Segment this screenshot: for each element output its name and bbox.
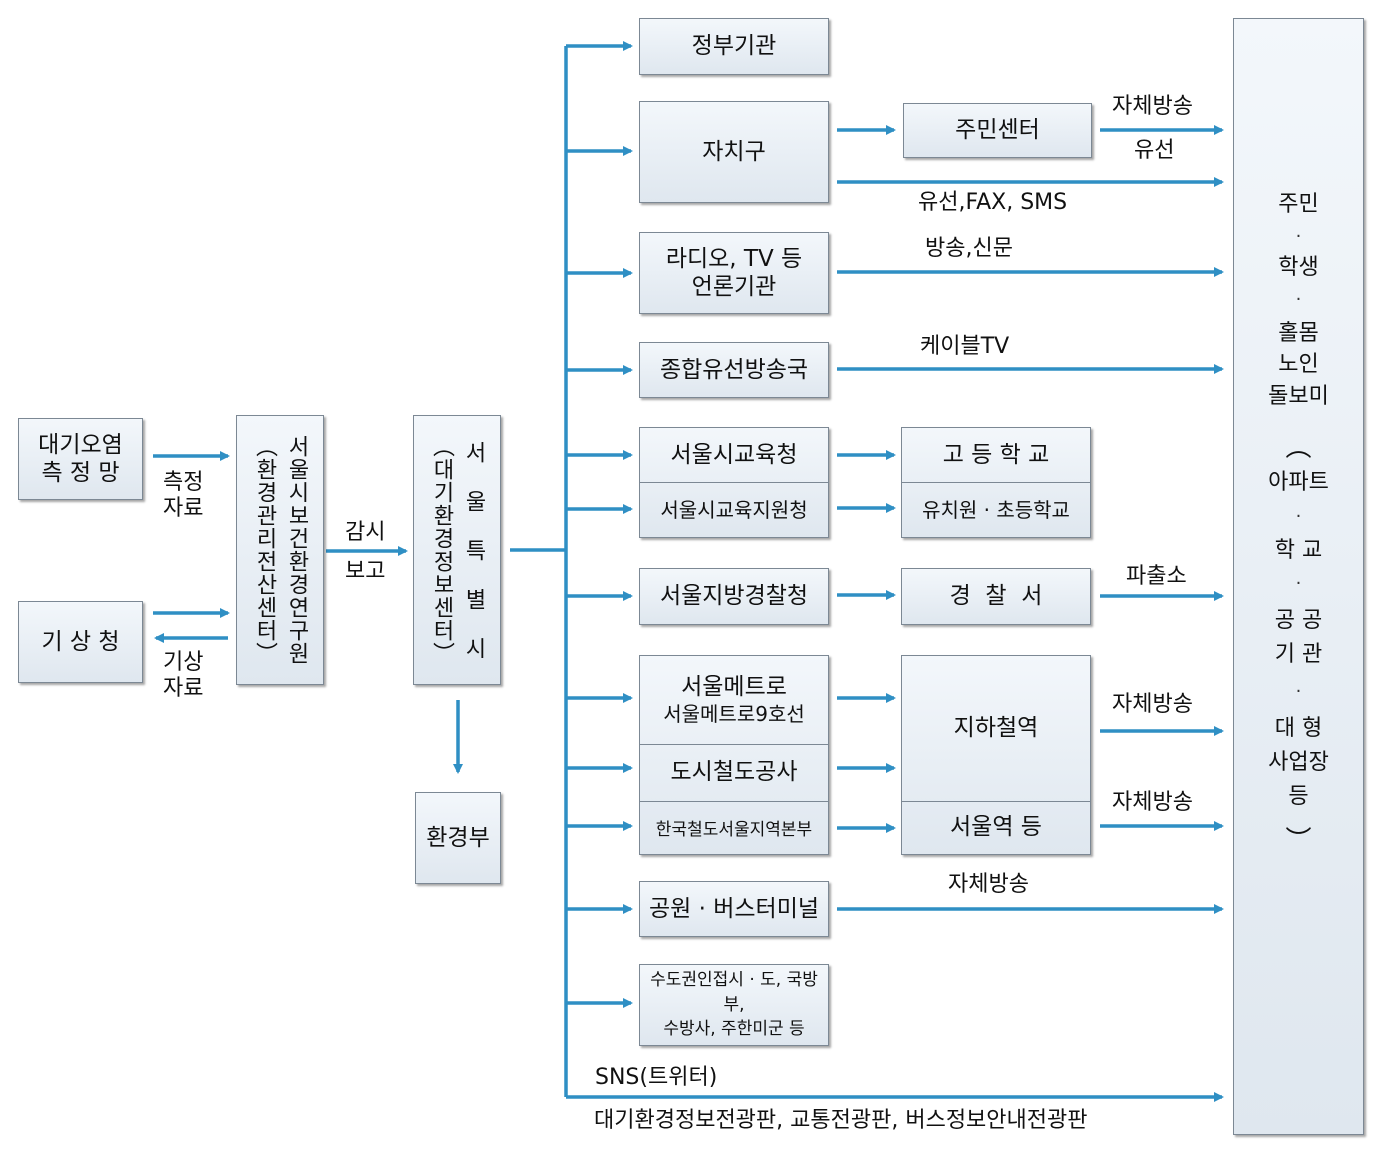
police-station-box: 경 찰 서 xyxy=(901,568,1091,625)
subway-station-label: 지하철역 xyxy=(953,715,1039,742)
label-wired-fax-sms: 유선,FAX, SMS xyxy=(918,190,1068,215)
label-broadcast-newspaper: 방송,신문 xyxy=(925,236,1013,261)
recipient-elderly-caregivers: 홀몸 노인 돌보미 xyxy=(1268,320,1329,410)
label-display-boards: 대기환경정보전광판, 교통전광판, 버스정보안내전광판 xyxy=(594,1108,1088,1133)
rail-divider-2 xyxy=(640,801,828,802)
recipient-residents: 주민 xyxy=(1278,192,1319,217)
metro1-label: 서울메트로 xyxy=(681,673,787,700)
moe-box: 환경부 xyxy=(415,792,501,884)
measure-network-box: 대기오염 측 정 망 xyxy=(18,418,143,500)
community-center-box: 주민센터 xyxy=(903,103,1092,158)
recipient-students: 학생 xyxy=(1278,255,1319,281)
measure-network-label: 대기오염 측 정 망 xyxy=(38,431,123,486)
edu-group-box: 서울시교육청 서울시교육지원청 xyxy=(639,427,829,538)
label-police-box: 파출소 xyxy=(1126,564,1187,589)
label-cable-tv: 케이블TV xyxy=(920,334,1010,359)
korail-label: 한국철도서울지역본부 xyxy=(655,820,813,840)
rail-divider-1 xyxy=(640,744,828,745)
paren-open: ︵ xyxy=(1285,433,1312,464)
station-divider xyxy=(902,801,1090,802)
metro-area-label: 수도권인접시 · 도, 국방부, 수방사, 주한미군 등 xyxy=(650,970,818,1040)
place-dot-2: · xyxy=(1295,573,1302,595)
district-box: 자치구 xyxy=(639,101,829,203)
edu-divider xyxy=(640,482,828,483)
label-sns: SNS(트위터) xyxy=(595,1065,718,1090)
place-apartment: 아파트 xyxy=(1268,470,1329,496)
place-dot-1: · xyxy=(1295,505,1302,527)
media-label: 라디오, TV 등 언론기관 xyxy=(665,245,803,300)
kma-label: 기 상 청 xyxy=(41,628,120,655)
police-box: 서울지방경찰청 xyxy=(639,568,829,625)
recipients-box: 주민 · 학생 · 홀몸 노인 돌보미 ︵ 아파트 · 학 교 · 공 공 기 … xyxy=(1233,18,1364,1135)
label-self-broadcast-top: 자체방송 xyxy=(1112,94,1193,119)
label-wired-top: 유선 xyxy=(1134,138,1175,163)
moe-label: 환경부 xyxy=(426,824,490,851)
metro-area-box: 수도권인접시 · 도, 국방부, 수방사, 주한미군 등 xyxy=(639,964,829,1046)
park-bus-box: 공원 · 버스터미널 xyxy=(639,881,829,937)
district-label: 자치구 xyxy=(702,138,766,165)
label-measurement-data: 측정 자료 xyxy=(163,470,204,522)
seoul-box: 서 울 특 별 시 （대기환경정보센터） xyxy=(413,415,501,685)
seoul-label: 서 울 특 별 시 （대기환경정보센터） xyxy=(429,435,486,665)
community-center-label: 주민센터 xyxy=(955,117,1040,144)
institute-label: 서울시보건환경연구원 （환경관리전산센터） xyxy=(252,435,309,665)
metro-cell: 서울메트로 서울메트로9호선 xyxy=(640,656,828,744)
label-weather-data: 기상 자료 xyxy=(163,650,204,702)
place-school: 학 교 xyxy=(1274,537,1323,563)
school-divider xyxy=(902,482,1090,483)
place-large-business: 대 형 사업장 등 xyxy=(1268,715,1329,810)
gov-label: 정부기관 xyxy=(691,33,777,60)
edu-support-label: 서울시교육지원청 xyxy=(660,497,808,522)
edu-office-label: 서울시교육청 xyxy=(670,441,798,468)
label-self-broadcast-park: 자체방송 xyxy=(948,872,1029,897)
label-self-broadcast-station: 자체방송 xyxy=(1112,790,1193,815)
cable-box: 종합유선방송국 xyxy=(639,342,829,398)
gov-box: 정부기관 xyxy=(639,18,829,75)
place-public-institution: 공 공 기 관 xyxy=(1274,607,1323,667)
institute-box: 서울시보건환경연구원 （환경관리전산센터） xyxy=(236,415,324,685)
seoul-station-label: 서울역 등 xyxy=(950,814,1042,841)
metro9-label: 서울메트로9호선 xyxy=(663,702,805,727)
school-group-box: 고 등 학 교 유치원 · 초등학교 xyxy=(901,427,1091,538)
police-label: 서울지방경찰청 xyxy=(659,583,809,610)
urban-rail-label: 도시철도공사 xyxy=(670,759,798,786)
police-station-label: 경 찰 서 xyxy=(949,583,1043,610)
media-box: 라디오, TV 등 언론기관 xyxy=(639,232,829,314)
station-group-box: 지하철역 서울역 등 xyxy=(901,655,1091,855)
park-bus-label: 공원 · 버스터미널 xyxy=(648,895,820,922)
kma-box: 기 상 청 xyxy=(18,601,143,683)
recipient-dot-1: · xyxy=(1295,225,1302,247)
recipient-dot-2: · xyxy=(1295,288,1302,310)
paren-close: ︶ xyxy=(1285,826,1312,857)
kindergarten-label: 유치원 · 초등학교 xyxy=(922,497,1070,522)
cable-label: 종합유선방송국 xyxy=(659,356,809,383)
label-self-broadcast-subway: 자체방송 xyxy=(1112,692,1193,717)
label-monitor-report: 감시 보고 xyxy=(345,520,386,584)
place-dot-3: · xyxy=(1295,681,1302,703)
rail-group-box: 서울메트로 서울메트로9호선 도시철도공사 한국철도서울지역본부 xyxy=(639,655,829,855)
high-school-label: 고 등 학 교 xyxy=(942,441,1050,468)
